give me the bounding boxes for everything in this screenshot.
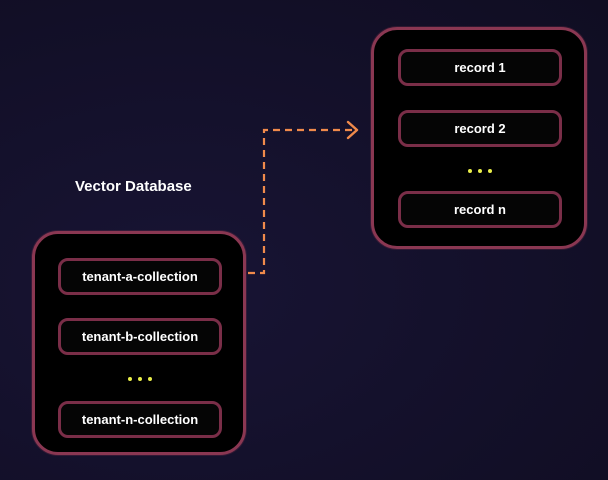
records-panel: record 1 record 2 record n [371,27,587,249]
record-label: record 1 [454,60,506,75]
record-label: record 2 [454,121,506,136]
record-1-item[interactable]: record 1 [398,49,562,86]
tenant-a-collection-item[interactable]: tenant-a-collection [58,258,222,295]
tenant-n-collection-item[interactable]: tenant-n-collection [58,401,222,438]
collection-label: tenant-b-collection [81,329,199,344]
record-2-item[interactable]: record 2 [398,110,562,147]
ellipsis-dot [148,377,152,381]
vector-database-title: Vector Database [75,178,192,195]
ellipsis-dot [468,169,472,173]
tenant-b-collection-item[interactable]: tenant-b-collection [58,318,222,355]
ellipsis-dot [138,377,142,381]
collection-label: tenant-a-collection [82,269,198,284]
record-label: record n [453,202,506,217]
collections-panel: tenant-a-collection tenant-b-collection … [32,231,246,455]
collections-ellipsis [120,375,160,383]
collection-label: tenant-n-collection [81,412,199,427]
arrowhead-icon [346,120,359,140]
ellipsis-dot [488,169,492,173]
record-n-item[interactable]: record n [398,191,562,228]
ellipsis-dot [478,169,482,173]
records-ellipsis [460,167,500,175]
ellipsis-dot [128,377,132,381]
